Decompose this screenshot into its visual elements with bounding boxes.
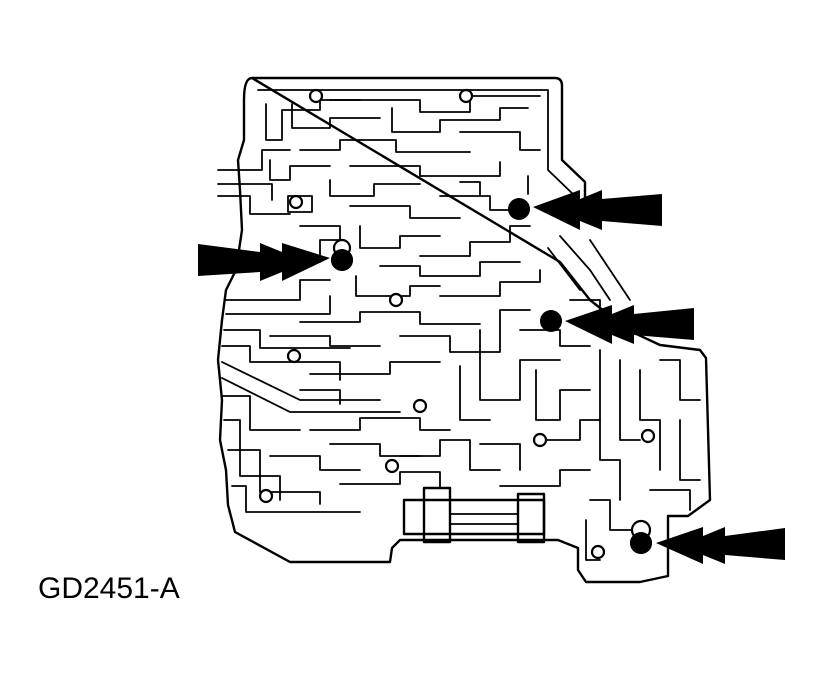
valve-spool [402, 486, 546, 544]
check-ball-middle-right [540, 310, 562, 332]
middle-passages [269, 235, 631, 421]
arrow-upper-right [533, 190, 662, 230]
callout-arrows [198, 190, 785, 564]
outline-inner [257, 89, 576, 197]
lower-passages [269, 349, 701, 561]
valve-body-outline [216, 76, 712, 584]
figure-caption: GD2451-A [38, 572, 180, 605]
check-ball-upper-right [508, 198, 530, 220]
left-passages [217, 149, 401, 513]
arrow-lower-right [656, 527, 785, 564]
upper-passages [265, 95, 541, 263]
arrow-middle-right [565, 305, 694, 344]
check-balls [331, 198, 652, 554]
arrow-left [198, 243, 330, 281]
bolt-holes [258, 88, 656, 560]
